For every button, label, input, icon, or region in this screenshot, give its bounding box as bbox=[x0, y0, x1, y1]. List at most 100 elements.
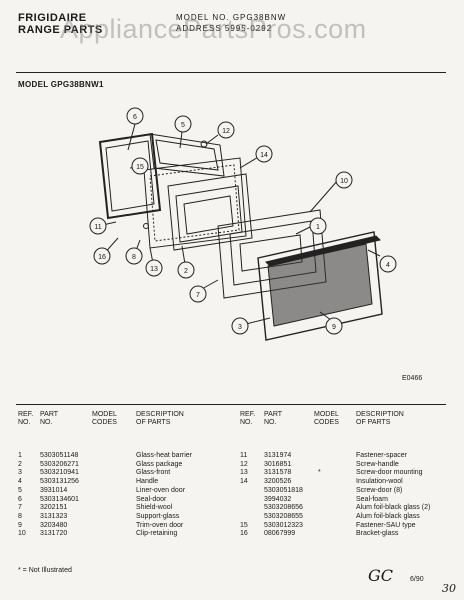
part-ref-parts_left-7: 8 bbox=[18, 512, 22, 520]
col-desc-right: DESCRIPTION OF PARTS bbox=[356, 411, 404, 426]
table-top-rule bbox=[16, 404, 446, 405]
part-ref-parts_right-0: 11 bbox=[240, 452, 248, 459]
callout-12: 12 bbox=[217, 121, 235, 139]
callout-5: 5 bbox=[174, 115, 192, 133]
brand-line-2: RANGE PARTS bbox=[18, 24, 103, 36]
part-desc-parts_left-1: Glass package bbox=[136, 460, 183, 468]
figure-id: E0466 bbox=[402, 375, 423, 382]
callout-6: 6 bbox=[126, 107, 144, 125]
callout-8: 8 bbox=[125, 247, 143, 265]
part-glass-package bbox=[167, 173, 253, 251]
part-desc-parts_left-8: Trim-oven door bbox=[136, 521, 184, 529]
part-desc-parts_left-2: Glass-front bbox=[136, 469, 171, 477]
part-trim-oven-door bbox=[257, 231, 383, 341]
part-desc-parts_right-8: Fastener-SAU type bbox=[356, 521, 416, 529]
callout-3: 3 bbox=[231, 317, 249, 335]
part-seal-door bbox=[98, 132, 162, 220]
part-desc-parts_left-0: Glass-heat barrier bbox=[136, 452, 193, 459]
part-desc-parts_right-1: Screw-handle bbox=[356, 460, 399, 468]
col-ref-right: REF. NO. bbox=[240, 411, 256, 426]
part-part-parts_right-7: 5303208655 bbox=[264, 512, 303, 520]
part-part-parts_right-9: 08067999 bbox=[264, 530, 296, 538]
callout-4: 4 bbox=[379, 255, 397, 273]
part-part-parts_right-3: 3200526 bbox=[264, 478, 292, 486]
part-part-parts_left-1: 5303206271 bbox=[40, 460, 79, 468]
part-ref-parts_right-8: 15 bbox=[240, 521, 248, 529]
part-desc-parts_right-7: Alum foil-black glass bbox=[356, 512, 420, 520]
part-ref-parts_left-4: 5 bbox=[18, 486, 22, 494]
part-ref-parts_right-1: 12 bbox=[240, 460, 248, 468]
part-desc-parts_left-5: Seal-door bbox=[136, 495, 167, 503]
col-part-right: PART NO. bbox=[264, 411, 283, 426]
signature-initials: GC bbox=[368, 566, 394, 585]
callout-15-label: 15 bbox=[136, 164, 144, 171]
callout-14: 14 bbox=[255, 145, 273, 163]
part-desc-parts_right-9: Bracket-glass bbox=[356, 530, 399, 538]
top-rule bbox=[16, 72, 446, 73]
callout-1-label: 1 bbox=[316, 224, 320, 231]
callout-12-label: 12 bbox=[222, 128, 230, 135]
callout-6-label: 6 bbox=[133, 114, 137, 121]
part-insulation bbox=[143, 157, 247, 249]
col-model-left: MODEL CODES bbox=[92, 411, 117, 426]
callout-2-label: 2 bbox=[184, 268, 188, 275]
part-ref-parts_left-8: 9 bbox=[18, 521, 22, 529]
part-part-parts_left-5: 5303134601 bbox=[40, 495, 79, 503]
part-desc-parts_left-9: Clip-retaining bbox=[136, 530, 178, 538]
part-desc-parts_right-0: Fastener-spacer bbox=[356, 452, 407, 459]
callout-8-label: 8 bbox=[132, 254, 136, 261]
revision-date: 6/90 bbox=[410, 576, 424, 583]
callout-11: 11 bbox=[89, 217, 107, 235]
part-ref-parts_right-9: 16 bbox=[240, 530, 248, 538]
header-brand: FRIGIDAIRE RANGE PARTS bbox=[18, 12, 103, 36]
part-part-parts_right-2: 3131578 bbox=[264, 469, 292, 477]
part-desc-parts_left-4: Liner-oven door bbox=[136, 486, 186, 494]
callout-9-label: 9 bbox=[332, 324, 336, 331]
callout-3-label: 3 bbox=[238, 324, 242, 331]
callout-14-label: 14 bbox=[260, 152, 268, 159]
watermark: AppliancePartsPros.com bbox=[60, 14, 367, 44]
model-label: MODEL GPG38BNW1 bbox=[18, 80, 104, 89]
footnote: * = Not Illustrated bbox=[18, 567, 72, 574]
brand-line-1: FRIGIDAIRE bbox=[18, 12, 87, 24]
part-part-parts_right-5: 3994032 bbox=[264, 495, 292, 503]
callout-13: 13 bbox=[145, 259, 163, 277]
part-ref-parts_left-6: 7 bbox=[18, 504, 22, 512]
part-part-parts_right-6: 5303208656 bbox=[264, 504, 303, 512]
part-part-parts_left-0: 5303051148 bbox=[40, 452, 79, 459]
part-ref-parts_left-0: 1 bbox=[18, 452, 22, 459]
part-desc-parts_right-3: Insulation-wool bbox=[356, 478, 403, 486]
part-part-parts_right-4: 5303051818 bbox=[264, 486, 303, 494]
part-desc-parts_right-5: Seal-foam bbox=[356, 495, 388, 503]
part-part-parts_left-6: 3202151 bbox=[40, 504, 68, 512]
part-part-parts_right-1: 3016851 bbox=[264, 460, 292, 468]
part-handle bbox=[265, 235, 381, 267]
callout-4-label: 4 bbox=[386, 262, 390, 269]
part-part-parts_left-2: 5303210941 bbox=[40, 469, 79, 477]
callout-10: 10 bbox=[335, 171, 353, 189]
part-desc-parts_right-2: Screw-door mounting bbox=[356, 469, 423, 477]
part-part-parts_right-8: 5303012323 bbox=[264, 521, 303, 529]
col-model-right: MODEL CODES bbox=[314, 411, 339, 426]
callout-10-label: 10 bbox=[340, 178, 348, 185]
part-mark-parts_right-2: * bbox=[318, 469, 321, 477]
part-liner-oven-door bbox=[149, 133, 225, 177]
part-part-parts_left-9: 3131720 bbox=[40, 530, 68, 538]
part-ref-parts_left-3: 4 bbox=[18, 478, 22, 486]
part-desc-parts_right-4: Screw-door (8) bbox=[356, 486, 403, 494]
callout-1: 1 bbox=[309, 217, 327, 235]
corner-mark: 30 bbox=[442, 582, 456, 595]
callout-15: 15 bbox=[131, 157, 149, 175]
part-ref-parts_left-5: 6 bbox=[18, 495, 22, 503]
header-address-line: ADDRESS 5995-0292 bbox=[176, 24, 273, 33]
callout-16-label: 16 bbox=[98, 254, 106, 261]
part-part-parts_left-7: 3131323 bbox=[40, 512, 68, 520]
callout-2: 2 bbox=[177, 261, 195, 279]
part-part-parts_right-0: 3131974 bbox=[264, 452, 292, 459]
part-ref-parts_right-2: 13 bbox=[240, 469, 248, 477]
callout-11-label: 11 bbox=[94, 224, 101, 231]
callout-5-label: 5 bbox=[181, 122, 185, 129]
header-model-line: MODEL NO. GPG38BNW bbox=[176, 13, 287, 22]
part-desc-parts_right-6: Alum foil-black glass (2) bbox=[356, 504, 431, 512]
